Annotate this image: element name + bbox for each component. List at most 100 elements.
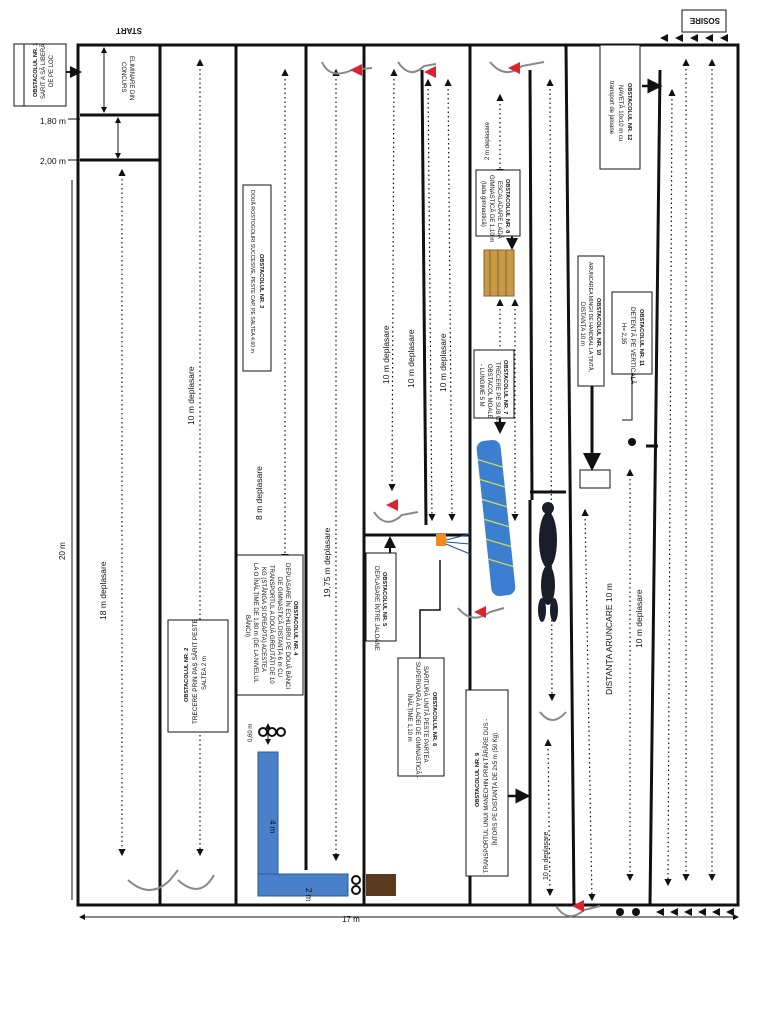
obstacle-11-box [611, 291, 653, 375]
finish-marker-triangles [660, 34, 728, 42]
obstacle-4-title: OBSTACOLUL NR. 4 [292, 601, 298, 656]
obstacle-10-line2: DISTANȚA 10 m [579, 302, 585, 346]
bench-vertical [257, 751, 279, 875]
distance-d5: 10 m deplasare [381, 325, 391, 384]
obstacle-6-line1: SARITURĂ UNITĂ PESTE PARTEA [422, 666, 429, 762]
distance-d1: 18 m deplasare [98, 561, 108, 620]
obstacle-9-line2: ÎNTORS PE DISTANȚA DE 2x5 m (50 Kg) [492, 733, 499, 846]
obstacle-12-text: OBSTACOLUL NR. 12 NAVETĂ 10x10 m cu tran… [608, 81, 632, 141]
obstacle-11-connector [622, 374, 633, 421]
obstacle-2-line1: TRECERE PRIN PAȘ SĂRIT PESTE [190, 619, 199, 724]
obstacle-3-line1: DOUĂ ROSTOGOLIRI SUCCESIVE, PESTE CAP, P… [249, 190, 256, 353]
distance-d6: 10 m deplasare [406, 329, 416, 388]
obstacle-5-title: OBSTACOLUL NR. 5 [381, 572, 387, 626]
obstacle-6-line3: ÎNĂLȚIME 1,10 m [406, 693, 413, 742]
ruler-mark-1: 1,80 m [40, 116, 66, 126]
distance-d3: 8 m deplasare [254, 466, 264, 520]
obstacle-2-title: OBSTACOLUL NR. 2 [184, 648, 190, 702]
cone-icons [350, 62, 584, 912]
obstacle-9-text: OBSTACOLUL NR. 9 TRANSPORTUL UNUI MANECH… [475, 719, 499, 873]
weight-circles-top [258, 727, 286, 737]
finish-label: SOSIRE [689, 16, 720, 25]
obstacle-3-title: OBSTACOLUL NR. 3 [258, 254, 264, 308]
obstacle-1-note-line1: ELIMINARE DIN [128, 56, 134, 100]
weight-circles-bottom [351, 875, 361, 895]
obstacle-11-line2: H= 2,35 [620, 323, 626, 345]
finish-label-box [681, 9, 727, 33]
obstacle-1-note: ELIMINARE DIN CONCURS [120, 56, 134, 100]
obstacle-4-line5: LA O ÎNĂLȚIME DE 1,80 m (DE LA NIVELUL [252, 563, 259, 684]
jump-marker [628, 438, 636, 446]
obstacle-4-line6: BĂNCII) [244, 615, 251, 637]
obstacle-2-line2: SALTEA 2 m [202, 656, 208, 690]
obstacle-4-text: OBSTACOLUL NR. 4 DEPLASARE ÎN ECHILIBRU … [244, 563, 298, 689]
obstacle-6-line2: SUPERIOARĂ A LADEI DE GIMNASTICĂ - [414, 662, 421, 778]
obstacle-10-box [577, 255, 605, 387]
mat-box [366, 874, 396, 896]
obstacle-4-line4: KG (STÂNGA ȘI DREAPTA) ACESTEA [260, 567, 267, 672]
obstacle-9-line1: TRANSPORTUL UNUI MANECHIN PRIN TÂRÂRE DU… [483, 719, 490, 873]
turn-arrows [127, 61, 601, 917]
obstacle-3-text: OBSTACOLUL NR. 3 DOUĂ ROSTOGOLIRI SUCCES… [249, 190, 264, 353]
obstacle-2-text: OBSTACOLUL NR. 2 TRECERE PRIN PAȘ SĂRIT … [184, 619, 208, 724]
obstacle-12-line2: transport de jaloane [608, 81, 614, 135]
distance-d10: DISTANȚA ARUNCARE 10 m [604, 583, 614, 695]
obstacle-11-text: OBSTACOLUL NR. 11 DETENTĂ PE VERTICALĂ H… [620, 307, 644, 385]
obstacle-7-title: OBSTACOLUL NR. 7 [502, 360, 508, 414]
obstacle-6-title: OBSTACOLUL NR. 6 [431, 692, 437, 746]
start-label: START [116, 26, 142, 35]
obstacle-10-text: OBSTACOLUL NR. 10 ARUNCAREA MINGII DE HA… [579, 262, 601, 372]
lane-lines [80, 44, 662, 906]
obstacle-8-title: OBSTACOLUL NR. 8 [504, 179, 510, 233]
bottom-markers [616, 908, 734, 916]
obstacle-4-line1: DEPLASARE ÎN ECHILIBRU PE DOUĂ BĂNCI [284, 563, 291, 689]
obstacle-8-text: OBSTACOLUL NR. 8 ESCALADARE LADĂ GIMNAST… [480, 175, 510, 242]
obstacle-6-box [397, 657, 445, 777]
obstacle-4-line2: DE GIMNASTICĂ DISTANȚA 6 m CU [276, 577, 283, 677]
course-frame [76, 43, 740, 907]
jaloane-icon [436, 534, 446, 546]
obstacle-9-title: OBSTACOLUL NR. 9 [475, 753, 481, 807]
obstacle-5-text: OBSTACOLUL NR. 5 DEPLASARE ÎNTRE JALOANE [373, 566, 387, 651]
ruler-mark-2: 2,00 m [40, 156, 66, 166]
obstacle-12-title: OBSTACOLUL NR. 12 [626, 83, 632, 140]
obstacle-5-line1: DEPLASARE ÎNTRE JALOANE [373, 566, 380, 651]
obstacle-1-line2: DE PE LOC [49, 54, 55, 87]
distance-d2: 10 m deplasare [186, 366, 196, 425]
obstacle-11-title: OBSTACOLUL NR. 11 [638, 309, 644, 366]
obstacle-1-frame [23, 43, 67, 107]
distance-d7: 10 m deplasare [438, 333, 448, 392]
obstacle-8-line2: GIMNASTICĂ DE 1,10 m [488, 175, 495, 242]
tunnel-icon [476, 439, 516, 597]
obstacle-6-text: OBSTACOLUL NR. 6 SARITURĂ UNITĂ PESTE PA… [406, 662, 437, 778]
obstacle-9-box [465, 689, 509, 877]
obstacle-7-line1: TRECERE PE SUB UN [494, 362, 500, 425]
obstacle-6-connector [419, 560, 441, 658]
obstacle-8-line3: (lada gimnastică) [480, 181, 486, 227]
bench-short-label: 2 m [304, 888, 313, 902]
obstacle-7-line2: OBSTACOL MOALE [486, 364, 492, 419]
obstacle-7-line3: - LUNGIME 5 M [478, 364, 484, 407]
obstacle-5-box [365, 552, 397, 642]
obstacle-4-line3: TRANSPORTUL A DOUĂ GREUTĂȚI DE 10 [268, 565, 275, 684]
bench-gap-label: 0,60 m [248, 724, 254, 742]
obstacle-10-title: OBSTACOLUL NR. 10 [595, 298, 601, 355]
obstacle-10-line1: ARUNCAREA MINGII DE HANDBAL LA ȚINTĂ, [587, 262, 594, 372]
obstacle-7-box [473, 349, 515, 419]
obstacle-1-line1: SARIT A SĂ LIBERĂ [40, 44, 47, 99]
distance-d9: 10 m deplasare [543, 832, 550, 880]
obstacle-8-line1: ESCALADARE LADĂ [496, 181, 503, 239]
obstacle-7-text: OBSTACOLUL NR. 7 TRECERE PE SUB UN OBSTA… [478, 360, 508, 425]
obstacle-1-text: OBSTACOLUL NR. 1 SARIT A SĂ LIBERĂ DE PE… [33, 43, 55, 99]
obstacle-1-note-line2: CONCURS [120, 62, 126, 92]
obstacle-1-title: OBSTACOLUL NR. 1 [33, 43, 39, 97]
overall-width-label: 17 m [342, 915, 360, 924]
target-box [579, 469, 611, 489]
bench-horizontal [257, 873, 349, 897]
obstacle-12-line1: NAVETĂ 10x10 m cu [617, 85, 624, 141]
obstacle-2-box [167, 619, 229, 733]
distance-d11: 10 m deplasare [634, 589, 644, 648]
obstacle-3-box [242, 184, 272, 372]
mannequin-icon [538, 502, 558, 622]
